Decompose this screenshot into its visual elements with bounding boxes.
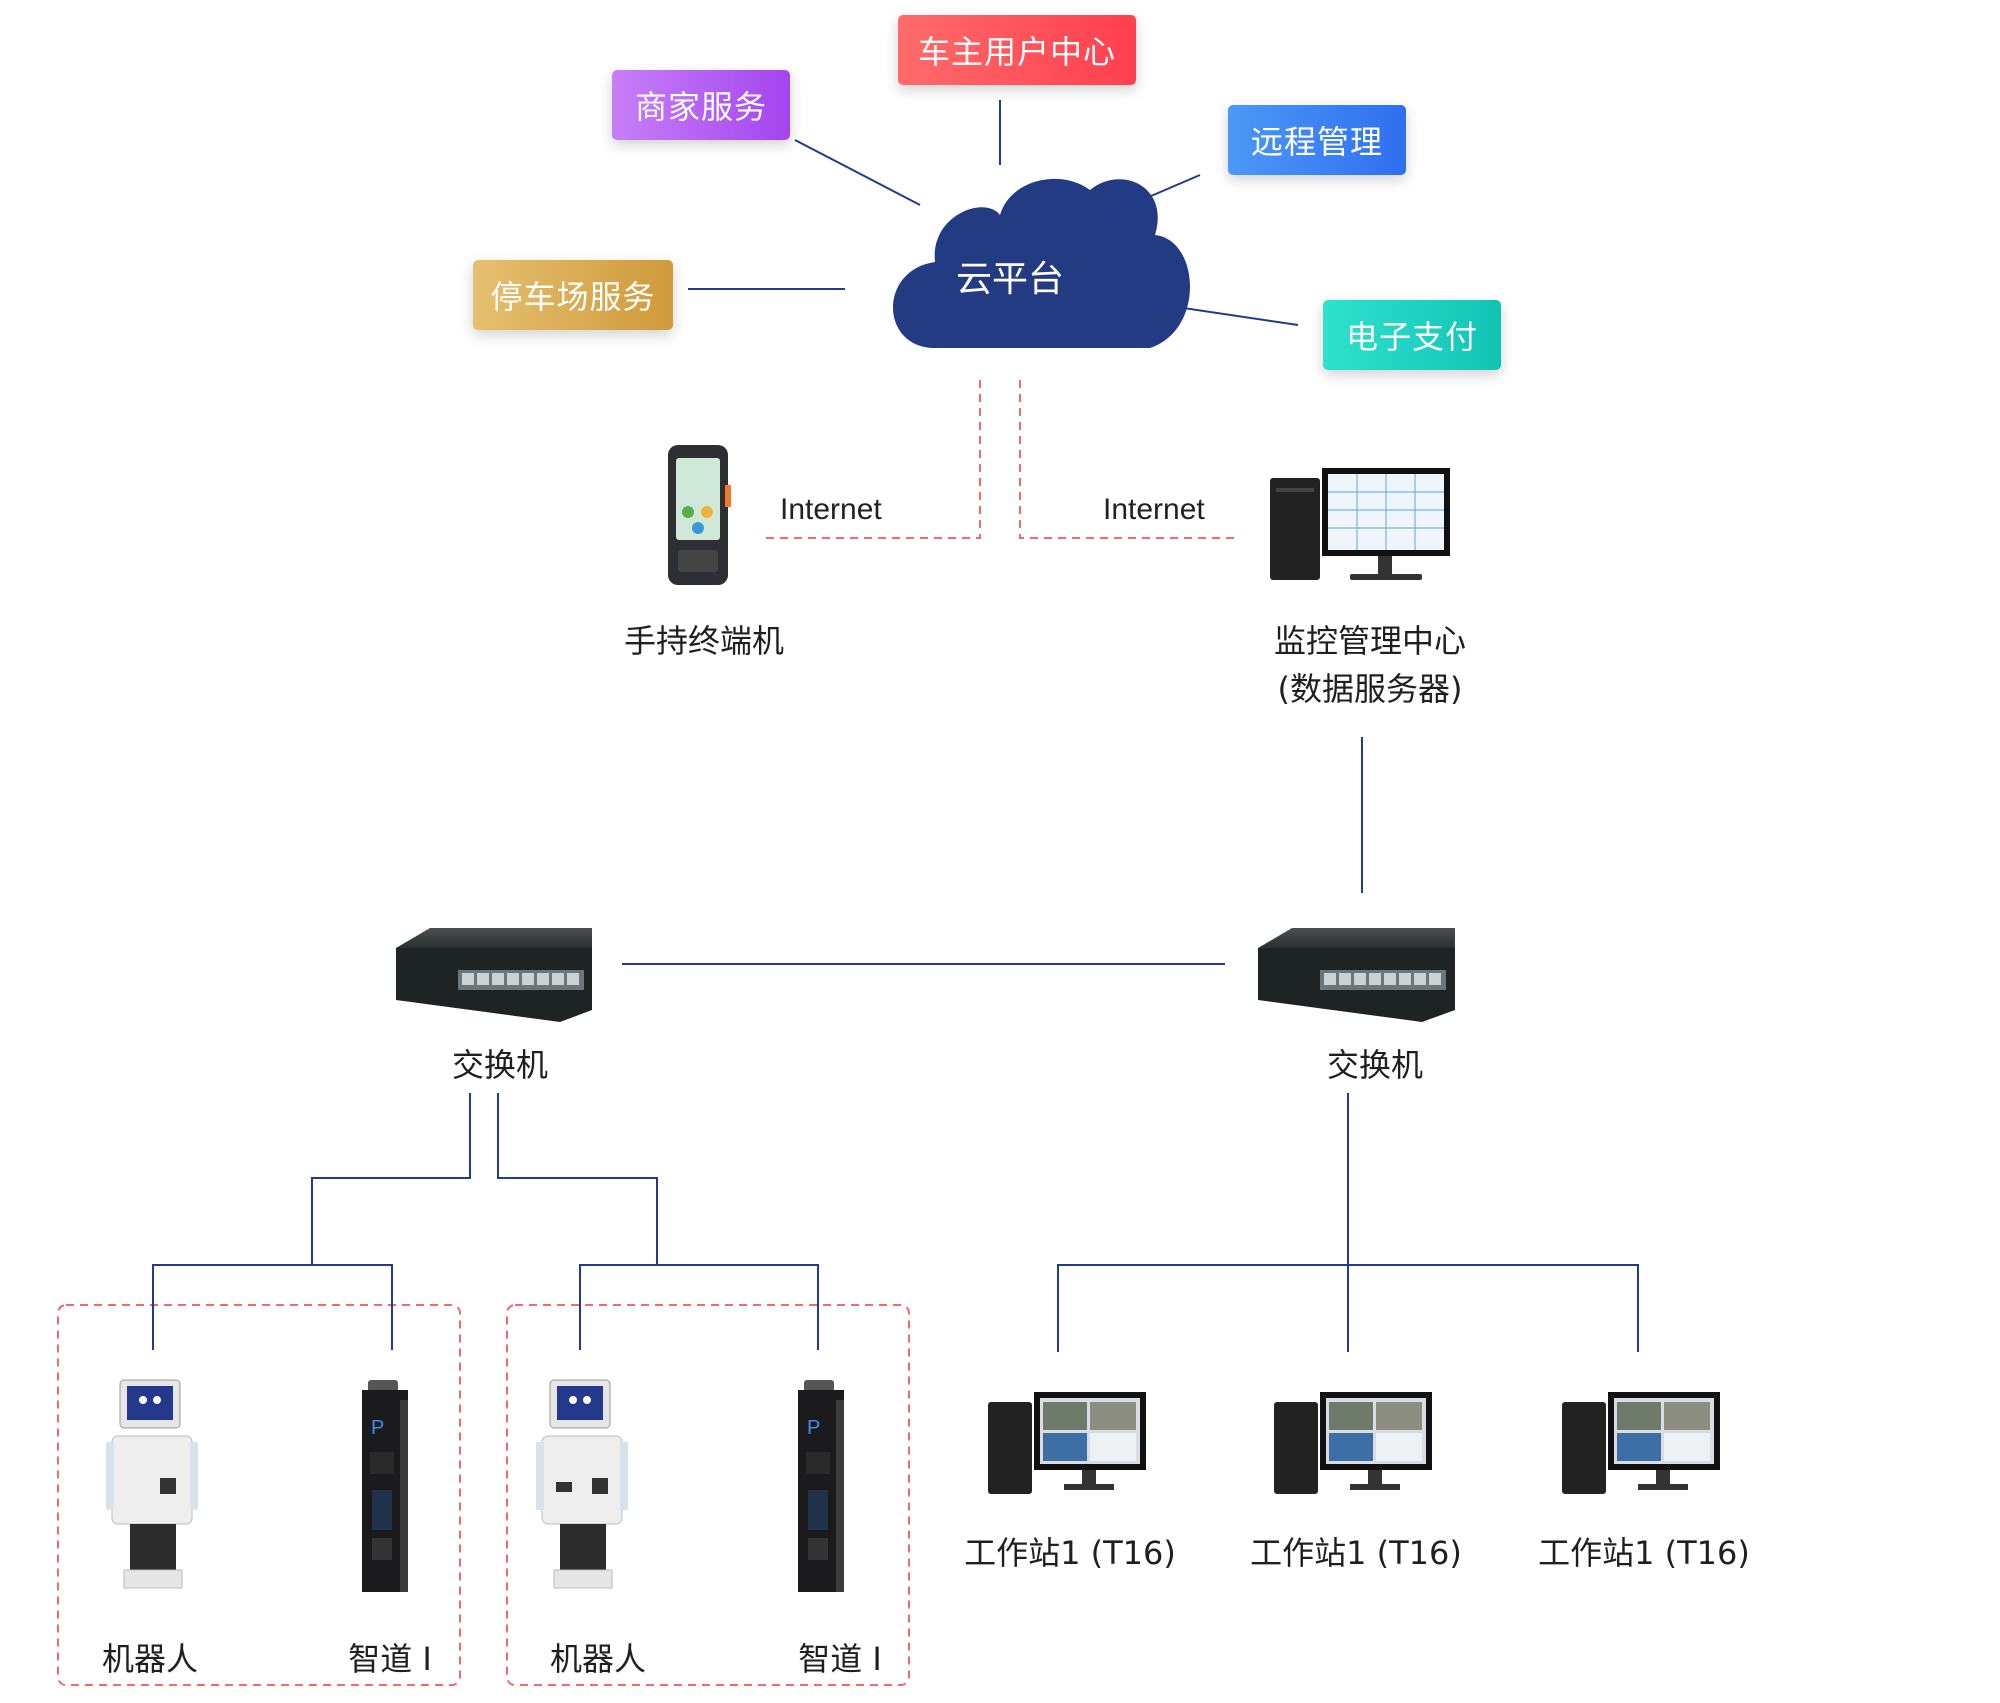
gate-device-1: P	[362, 1380, 408, 1592]
workstation-label-1: 工作站1 (T16)	[964, 1534, 1176, 1572]
wire-group1	[152, 1264, 393, 1350]
monitor-center-pc	[1270, 468, 1450, 580]
robot-label-2: 机器人	[549, 1640, 646, 1678]
wire-left-a	[311, 1093, 471, 1265]
svg-text:P: P	[807, 1417, 820, 1439]
workstation-device-1	[988, 1392, 1146, 1494]
group-box-2	[506, 1304, 910, 1686]
robot-device-1	[106, 1379, 198, 1589]
monitor-center-label: 监控管理中心	[1273, 622, 1466, 660]
robot-device-2	[536, 1379, 628, 1589]
wire-remote	[1094, 174, 1201, 221]
gate-label-2: 智道 I	[798, 1640, 882, 1678]
wire-group2	[579, 1264, 819, 1350]
dash-monitor	[1019, 380, 1238, 539]
svg-text:P: P	[371, 1417, 384, 1439]
internet-label-right: Internet	[1103, 493, 1205, 526]
dash-handheld	[760, 380, 981, 539]
parking-service-badge[interactable]: 停车场服务	[473, 260, 673, 330]
wire-left-b	[497, 1093, 658, 1265]
gate-device-2: P	[798, 1380, 844, 1592]
switch-left-device	[396, 928, 592, 1022]
cloud-platform-label: 云平台	[955, 259, 1064, 300]
owner-center-badge[interactable]: 车主用户中心	[898, 15, 1136, 85]
robot-label-1: 机器人	[101, 1640, 198, 1678]
cloud-shape	[892, 178, 1190, 348]
workstation-label-2: 工作站1 (T16)	[1250, 1534, 1462, 1572]
switch-left-label: 交换机	[451, 1046, 548, 1084]
remote-management-badge[interactable]: 远程管理	[1228, 105, 1406, 175]
switch-right-device	[1258, 928, 1455, 1022]
wire-workstations	[1057, 1264, 1639, 1352]
monitor-center-sublabel: (数据服务器)	[1277, 670, 1463, 708]
internet-label-left: Internet	[780, 493, 882, 526]
wire-merchant	[794, 139, 921, 206]
handheld-device	[668, 445, 731, 585]
e-payment-badge[interactable]: 电子支付	[1323, 300, 1501, 370]
gate-label-1: 智道 I	[348, 1640, 432, 1678]
wire-payment	[1142, 301, 1299, 326]
workstation-label-3: 工作站1 (T16)	[1538, 1534, 1750, 1572]
handheld-label: 手持终端机	[623, 622, 784, 660]
workstation-device-3	[1562, 1392, 1720, 1494]
group-box-1	[57, 1304, 461, 1686]
switch-right-label: 交换机	[1326, 1046, 1423, 1084]
workstation-device-2	[1274, 1392, 1432, 1494]
merchant-service-badge[interactable]: 商家服务	[612, 70, 790, 140]
